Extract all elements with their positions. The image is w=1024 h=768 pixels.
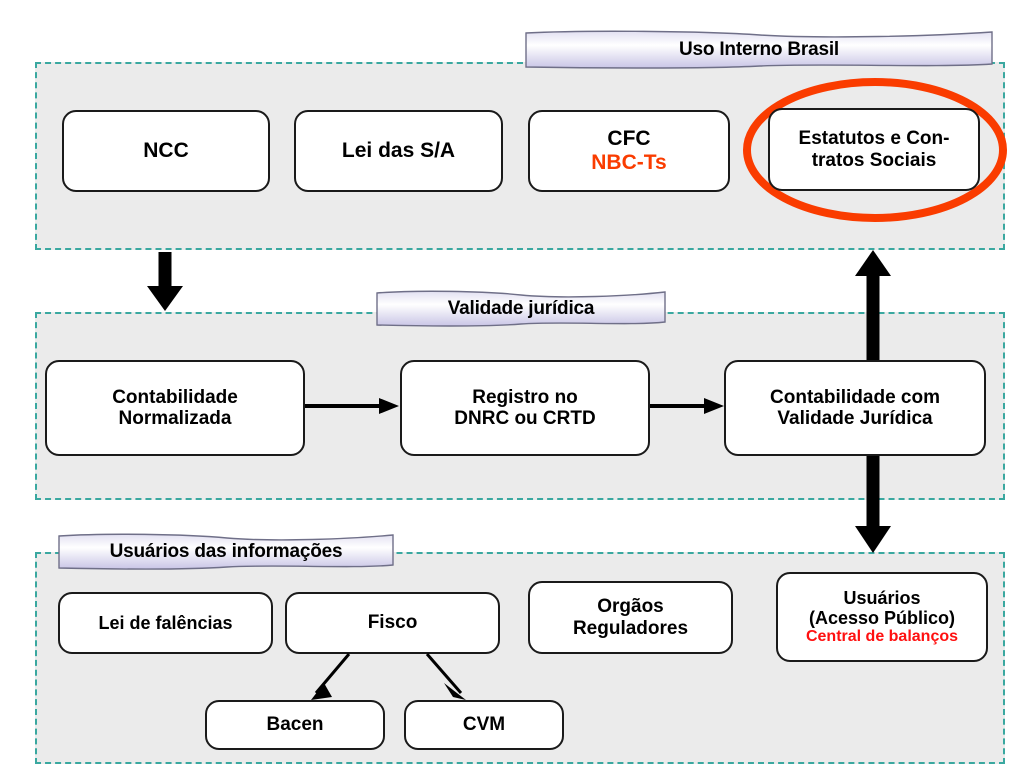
node-lei-das-sa[interactable]: Lei das S/A — [294, 110, 503, 192]
node-ncc-line-0: NCC — [143, 139, 189, 163]
node-contabilidade-validade-juridica[interactable]: Contabilidade com Validade Jurídica — [724, 360, 986, 456]
node-estatutos-contratos-sociais[interactable]: Estatutos e Con- tratos Sociais — [768, 108, 980, 191]
node-bacen[interactable]: Bacen — [205, 700, 385, 750]
banner-usuarios-das-informacoes-label: Usuários das informações — [109, 541, 343, 562]
node-registro-line-0: Registro no — [472, 386, 578, 408]
banner-validade-juridica: Validade jurídica — [375, 290, 667, 328]
node-cvm-line-0: CVM — [462, 714, 506, 736]
node-registro-dnrc-crtd[interactable]: Registro no DNRC ou CRTD — [400, 360, 650, 456]
node-fisco-line-0: Fisco — [367, 612, 418, 634]
node-ncc[interactable]: NCC — [62, 110, 270, 192]
banner-uso-interno-brasil: Uso Interno Brasil — [524, 30, 994, 70]
node-usuarios-line-2: Central de balanços — [805, 628, 959, 646]
node-cfc-line-1: NBC-Ts — [591, 151, 667, 174]
node-orgaos-line-0: Orgãos — [597, 596, 664, 618]
node-usuarios-line-1: (Acesso Público) — [808, 608, 956, 629]
banner-validade-juridica-label: Validade jurídica — [447, 298, 595, 319]
node-cfc-line-0: CFC — [607, 127, 651, 151]
node-bacen-line-0: Bacen — [266, 714, 324, 736]
node-cvm[interactable]: CVM — [404, 700, 564, 750]
node-estatutos-line-1: tratos Sociais — [811, 149, 937, 171]
node-contabilidade-normalizada-line-0: Contabilidade — [112, 386, 238, 408]
banner-usuarios-das-informacoes: Usuários das informações — [57, 533, 395, 571]
node-cfc[interactable]: CFC NBC-Ts — [528, 110, 730, 192]
node-lei-de-falencias[interactable]: Lei de falências — [58, 592, 273, 654]
node-lei-de-falencias-line-0: Lei de falências — [98, 612, 233, 633]
node-estatutos-line-0: Estatutos e Con- — [798, 128, 950, 150]
banner-uso-interno-brasil-label: Uso Interno Brasil — [678, 39, 840, 60]
node-registro-line-1: DNRC ou CRTD — [454, 408, 596, 429]
node-fisco[interactable]: Fisco — [285, 592, 500, 654]
node-orgaos-reguladores[interactable]: Orgãos Reguladores — [528, 581, 733, 654]
arrow-uso-interno-to-validade — [147, 252, 183, 311]
node-lei-das-sa-line-0: Lei das S/A — [341, 139, 456, 163]
node-contabilidade-validade-line-0: Contabilidade com — [770, 386, 940, 408]
node-contabilidade-normalizada-line-1: Normalizada — [118, 408, 232, 429]
node-contabilidade-validade-line-1: Validade Jurídica — [777, 408, 933, 429]
node-contabilidade-normalizada[interactable]: Contabilidade Normalizada — [45, 360, 305, 456]
node-usuarios-acesso-publico[interactable]: Usuários (Acesso Público) Central de bal… — [776, 572, 988, 662]
node-usuarios-line-0: Usuários — [843, 587, 921, 608]
node-orgaos-line-1: Reguladores — [572, 617, 689, 639]
